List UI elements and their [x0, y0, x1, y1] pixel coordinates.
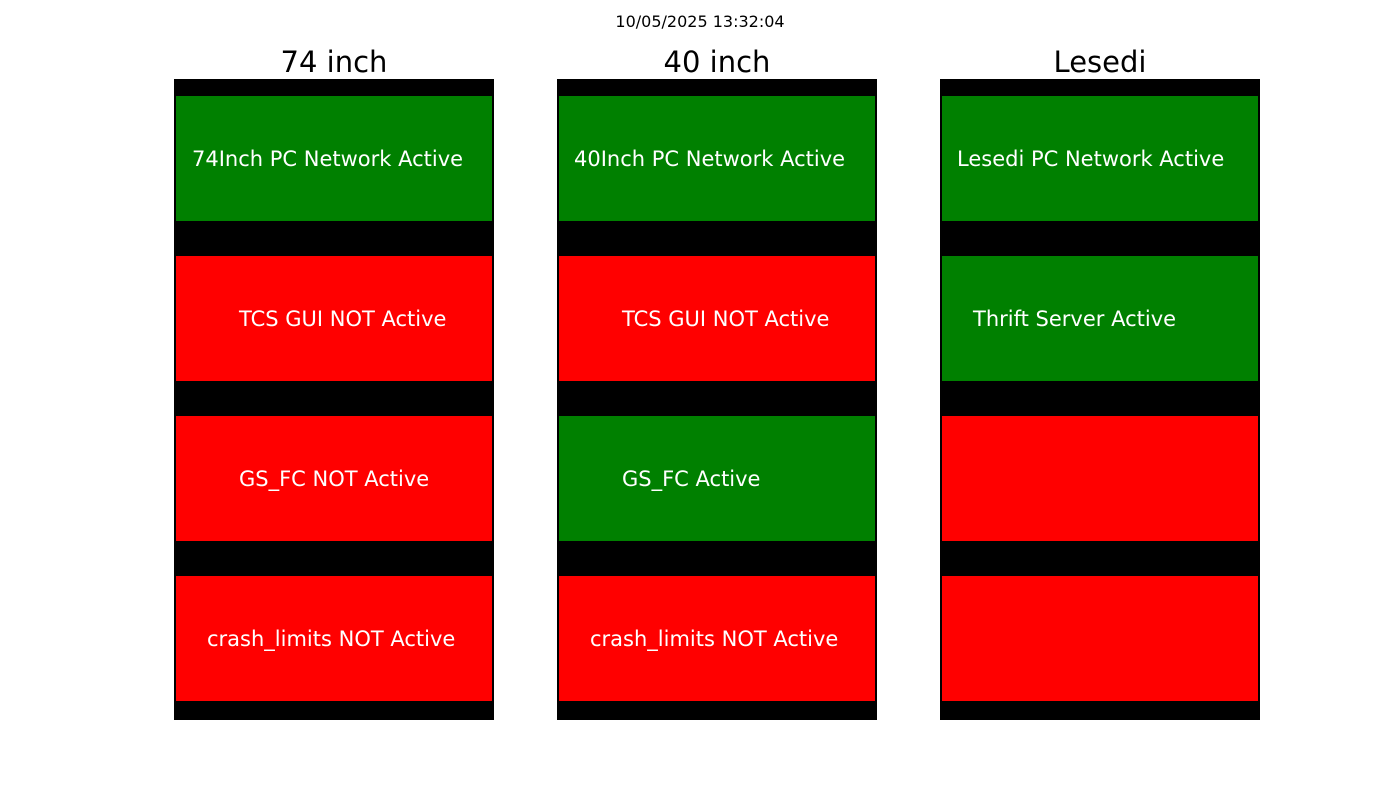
status-tile-tcs-gui: TCS GUI NOT Active — [558, 255, 876, 382]
status-tile-label: GS_FC Active — [622, 466, 761, 491]
panel-title-lesedi: Lesedi — [1053, 45, 1147, 79]
status-tile-label: Thrift Server Active — [973, 306, 1177, 331]
status-tile-label: crash_limits NOT Active — [207, 626, 456, 651]
status-tile-label: 74Inch PC Network Active — [192, 146, 464, 171]
status-tile-label: crash_limits NOT Active — [590, 626, 839, 651]
status-tile-crash-limits: crash_limits NOT Active — [175, 575, 493, 702]
status-tile-empty — [941, 575, 1259, 702]
status-panel-40-inch: 40Inch PC Network Active TCS GUI NOT Act… — [557, 79, 877, 720]
status-tile-network: 40Inch PC Network Active — [558, 95, 876, 222]
status-tile-empty — [941, 415, 1259, 542]
status-tile-crash-limits: crash_limits NOT Active — [558, 575, 876, 702]
status-tile-tcs-gui: TCS GUI NOT Active — [175, 255, 493, 382]
panel-title-40-inch: 40 inch — [663, 45, 771, 79]
status-tile-gs-fc: GS_FC NOT Active — [175, 415, 493, 542]
status-tile-thrift-server: Thrift Server Active — [941, 255, 1259, 382]
status-panel-lesedi: Lesedi PC Network Active Thrift Server A… — [940, 79, 1260, 720]
status-tile-label: Lesedi PC Network Active — [957, 146, 1225, 171]
status-panel-74-inch: 74Inch PC Network Active TCS GUI NOT Act… — [174, 79, 494, 720]
status-tile-network: 74Inch PC Network Active — [175, 95, 493, 222]
status-tile-network: Lesedi PC Network Active — [941, 95, 1259, 222]
status-tile-label: TCS GUI NOT Active — [622, 306, 830, 331]
panel-title-74-inch: 74 inch — [280, 45, 388, 79]
timestamp: 10/05/2025 13:32:04 — [615, 12, 785, 31]
status-tile-label: TCS GUI NOT Active — [239, 306, 447, 331]
status-tile-gs-fc: GS_FC Active — [558, 415, 876, 542]
status-tile-label: 40Inch PC Network Active — [574, 146, 846, 171]
status-tile-label: GS_FC NOT Active — [239, 466, 430, 491]
